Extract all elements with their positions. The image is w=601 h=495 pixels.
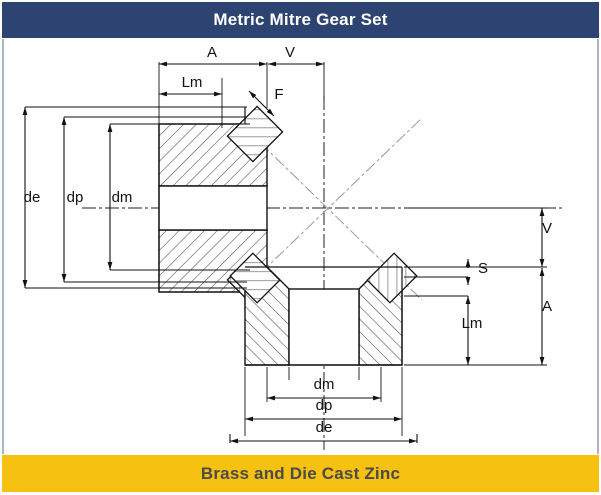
dim-label-de-left: de: [24, 189, 41, 206]
right-gear-bore: [288, 288, 360, 366]
dim-label-dm-left: dm: [112, 189, 133, 206]
left-gear-upper-tooth: [226, 105, 284, 163]
dim-F: [248, 90, 275, 117]
dim-label-de-bot: de: [316, 419, 333, 436]
page-title: Metric Mitre Gear Set: [213, 10, 388, 29]
right-gear-outline: [245, 266, 403, 366]
dim-label-Lm-right: Lm: [462, 315, 483, 332]
left-gear-bore: [158, 185, 268, 231]
pitch-cone-line-2: [244, 117, 423, 289]
dim-label-dm-bot: dm: [314, 376, 335, 393]
footer-bar: Brass and Die Cast Zinc: [2, 455, 599, 492]
dim-label-A-top: A: [207, 44, 217, 61]
header-bar: Metric Mitre Gear Set: [2, 2, 599, 38]
dim-label-dp-bot: dp: [316, 397, 333, 414]
dim-label-dp-left: dp: [67, 189, 84, 206]
extension-lines: [25, 62, 547, 436]
dimension-lines: [22, 61, 545, 444]
dim-label-F-top: F: [274, 86, 283, 103]
dim-label-A-right: A: [542, 298, 552, 315]
material-caption: Brass and Die Cast Zinc: [200, 463, 401, 483]
dim-label-S-right: S: [478, 260, 488, 277]
dim-label-Lm-top: Lm: [182, 74, 203, 91]
dim-label-V-top: V: [285, 44, 295, 61]
right-gear: [229, 252, 418, 366]
dim-label-V-right: V: [542, 220, 552, 237]
